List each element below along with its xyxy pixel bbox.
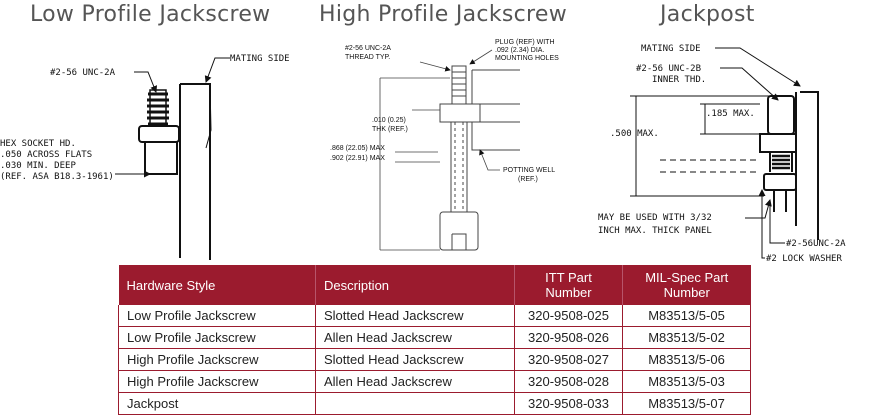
title-jackpost: Jackpost xyxy=(660,2,755,27)
table-row: High Profile Jackscrew Allen Head Jacksc… xyxy=(118,370,751,393)
table-row: Low Profile Jackscrew Slotted Head Jacks… xyxy=(118,305,751,327)
title-low-profile: Low Profile Jackscrew xyxy=(30,2,271,27)
post-dim-500: .500 MAX. xyxy=(610,129,659,139)
hardware-table: Hardware Style Description ITT Part Numb… xyxy=(118,265,751,415)
high-thk-line2: THK (REF.) xyxy=(372,126,408,133)
cell-description: Allen Head Jackscrew xyxy=(315,370,515,393)
cell-hardware-style: High Profile Jackscrew xyxy=(118,348,316,371)
cell-mil-spec: M83513/5-05 xyxy=(622,305,751,327)
high-well-line2: (REF.) xyxy=(518,176,538,183)
post-screw-label: #2-56UNC-2A xyxy=(786,239,846,249)
post-dim-185: .185 MAX. xyxy=(706,109,755,119)
cell-itt-part: 320-9508-026 xyxy=(514,326,623,349)
high-profile-leaders xyxy=(379,49,500,251)
low-profile-drawing xyxy=(138,83,212,260)
high-profile-drawing xyxy=(439,65,520,251)
drawings: MATING SIDE #2-56 UNC-2A HEX SOCKET HD. … xyxy=(0,39,846,262)
post-washer-label: #2 LOCK WASHER xyxy=(766,254,842,262)
jackpost-drawing xyxy=(759,91,819,240)
cell-hardware-style: Low Profile Jackscrew xyxy=(118,305,316,327)
high-thread-line1: #2-56 UNC-2A xyxy=(345,45,391,52)
header-description: Description xyxy=(315,265,515,305)
cell-mil-spec: M83513/5-02 xyxy=(622,326,751,349)
high-well-line1: POTTING WELL xyxy=(503,167,555,174)
low-thread-label: #2-56 UNC-2A xyxy=(50,68,116,78)
cell-itt-part: 320-9508-033 xyxy=(514,392,623,415)
cell-hardware-style: High Profile Jackscrew xyxy=(118,370,316,393)
table-row: Low Profile Jackscrew Allen Head Jackscr… xyxy=(118,326,751,349)
cell-description: Slotted Head Jackscrew xyxy=(315,305,515,327)
table-header-row: Hardware Style Description ITT Part Numb… xyxy=(118,265,751,305)
high-plug-line1: PLUG (REF) WITH xyxy=(495,39,555,46)
low-hex-line1: HEX SOCKET HD. xyxy=(0,139,76,149)
cell-itt-part: 320-9508-028 xyxy=(514,370,623,393)
high-plug-line2: .092 (2.34) DIA. xyxy=(495,47,544,54)
low-profile-leaders xyxy=(115,57,230,178)
table-row: High Profile Jackscrew Slotted Head Jack… xyxy=(118,348,751,371)
post-thread-line1: #2-56 UNC-2B xyxy=(636,64,701,74)
post-mating-side-label: MATING SIDE xyxy=(641,44,701,54)
cell-mil-spec: M83513/5-06 xyxy=(622,348,751,371)
table-row: Jackpost 320-9508-033 M83513/5-07 xyxy=(118,392,751,415)
jackpost-leaders xyxy=(630,47,801,259)
post-thread-line2: INNER THD. xyxy=(652,75,706,85)
header-hardware-style: Hardware Style xyxy=(118,265,316,305)
cell-description xyxy=(315,392,515,415)
low-hex-line4: (REF. ASA B18.3-1961) xyxy=(0,172,114,182)
cell-itt-part: 320-9508-027 xyxy=(514,348,623,371)
cell-description: Slotted Head Jackscrew xyxy=(315,348,515,371)
cell-mil-spec: M83513/5-07 xyxy=(622,392,751,415)
cell-itt-part: 320-9508-025 xyxy=(514,305,623,327)
header-mil-spec-part-number: MIL-Spec Part Number xyxy=(622,265,751,305)
header-itt-part-number: ITT Part Number xyxy=(514,265,623,305)
low-hex-line3: .030 MIN. DEEP xyxy=(0,161,76,171)
post-panel-line2: INCH MAX. THICK PANEL xyxy=(598,226,712,236)
high-thk-line1: .010 (0.25) xyxy=(372,117,406,124)
low-mating-side-label: MATING SIDE xyxy=(230,54,290,64)
cell-mil-spec: M83513/5-03 xyxy=(622,370,751,393)
high-max-line1: .868 (22.05) MAX xyxy=(330,145,385,152)
low-hex-line2: .050 ACROSS FLATS xyxy=(0,150,92,160)
cell-hardware-style: Jackpost xyxy=(118,392,316,415)
high-plug-line3: MOUNTING HOLES xyxy=(495,55,559,62)
cell-hardware-style: Low Profile Jackscrew xyxy=(118,326,316,349)
high-max-line2: .902 (22.91) MAX xyxy=(330,155,385,162)
cell-description: Allen Head Jackscrew xyxy=(315,326,515,349)
post-panel-line1: MAY BE USED WITH 3/32 xyxy=(598,213,712,223)
title-high-profile: High Profile Jackscrew xyxy=(319,2,568,27)
high-thread-line2: THREAD TYP. xyxy=(345,54,390,61)
